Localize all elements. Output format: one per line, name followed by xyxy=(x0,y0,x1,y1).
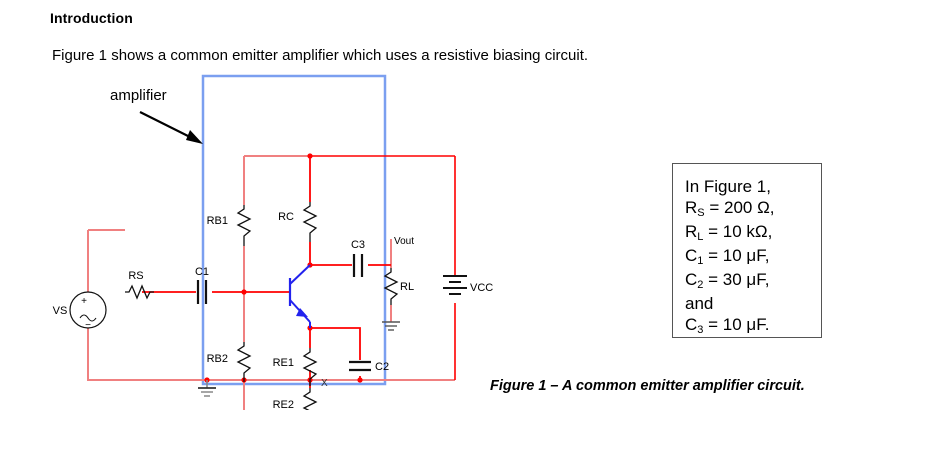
transistor-emitter-arrow xyxy=(296,308,308,317)
sine-wave-icon xyxy=(79,314,97,322)
junction-c2-rail xyxy=(357,377,363,383)
source-minus-label: − xyxy=(85,320,91,331)
param-value-c2: = 30 μF, xyxy=(703,270,770,289)
param-sub-c2: 2 xyxy=(697,279,704,291)
label-vs: VS xyxy=(53,305,68,317)
param-symbol-rl: R xyxy=(685,222,698,241)
label-rb1: RB1 xyxy=(207,215,228,227)
param-value-rs: = 200 Ω, xyxy=(704,198,775,217)
transistor-collector-lead xyxy=(289,264,311,285)
source-plus-label: + xyxy=(81,296,87,307)
param-symbol-c2: C xyxy=(685,270,698,289)
wire-emitter-to-c2 xyxy=(310,327,361,360)
param-value-c3: = 10 μF. xyxy=(703,315,770,334)
param-line-c2: C2 = 30 μF, xyxy=(685,269,821,293)
params-intro-line: In Figure 1, xyxy=(685,177,771,196)
param-sub-c1: 1 xyxy=(697,255,704,267)
param-value-rl: = 10 kΩ, xyxy=(703,222,773,241)
junction-base xyxy=(241,289,247,295)
junction-top-rc xyxy=(307,153,313,159)
param-sub-rs: S xyxy=(697,207,705,219)
param-value-c1: = 10 μF, xyxy=(703,246,770,265)
resistor-re2 xyxy=(302,388,318,422)
ground-symbol-rl xyxy=(382,321,400,331)
resistor-rc xyxy=(302,202,318,242)
label-node-x: X xyxy=(321,378,328,389)
param-symbol-c1: C xyxy=(685,246,698,265)
circuit-diagram: + − VS RS C1 RB1 RB2 RC C3 Vout RL xyxy=(0,60,540,422)
resistor-rl xyxy=(383,268,399,305)
label-c1: C1 xyxy=(195,266,209,278)
params-and-line: and xyxy=(685,294,714,313)
battery-vcc xyxy=(443,275,467,295)
amplifier-annotation-arrow-line xyxy=(139,111,193,139)
voltage-source-vs xyxy=(69,291,107,329)
amplifier-annotation-arrow-head xyxy=(186,130,203,144)
ground-symbol-main xyxy=(198,380,216,397)
parameters-box: In Figure 1, RS = 200 Ω, RL = 10 kΩ, C1 … xyxy=(672,163,822,338)
param-sub-rl: L xyxy=(697,231,704,243)
param-sub-c3: 3 xyxy=(697,324,704,336)
resistor-rs xyxy=(125,284,154,300)
label-rb2: RB2 xyxy=(207,353,228,365)
param-line-rl: RL = 10 kΩ, xyxy=(685,221,821,245)
param-line-c1: C1 = 10 μF, xyxy=(685,245,821,269)
label-vout: Vout xyxy=(394,236,414,247)
label-vcc: VCC xyxy=(470,282,493,294)
circuit-svg: + − VS RS C1 RB1 RB2 RC C3 Vout RL xyxy=(53,74,493,422)
param-symbol-c3: C xyxy=(685,315,698,334)
amplifier-boundary-box xyxy=(201,74,387,386)
resistor-rb1 xyxy=(236,205,252,246)
label-rs: RS xyxy=(128,270,143,282)
label-rl: RL xyxy=(400,281,414,293)
amplifier-annotation-label: amplifier xyxy=(110,87,167,104)
page-title: Introduction xyxy=(50,10,133,26)
param-line-rs: RS = 200 Ω, xyxy=(685,197,821,221)
intro-paragraph: Figure 1 shows a common emitter amplifie… xyxy=(52,47,589,64)
param-symbol-rs: R xyxy=(685,198,698,217)
figure-caption: Figure 1 – A common emitter amplifier ci… xyxy=(490,378,805,394)
label-re2: RE2 xyxy=(273,399,294,410)
label-c2: C2 xyxy=(375,361,389,373)
resistor-rb2 xyxy=(236,342,252,382)
label-c3: C3 xyxy=(351,239,365,251)
label-re1: RE1 xyxy=(273,357,294,369)
label-rc: RC xyxy=(278,211,294,223)
param-line-c3: C3 = 10 μF. xyxy=(685,314,821,338)
resistor-re1 xyxy=(302,348,318,386)
